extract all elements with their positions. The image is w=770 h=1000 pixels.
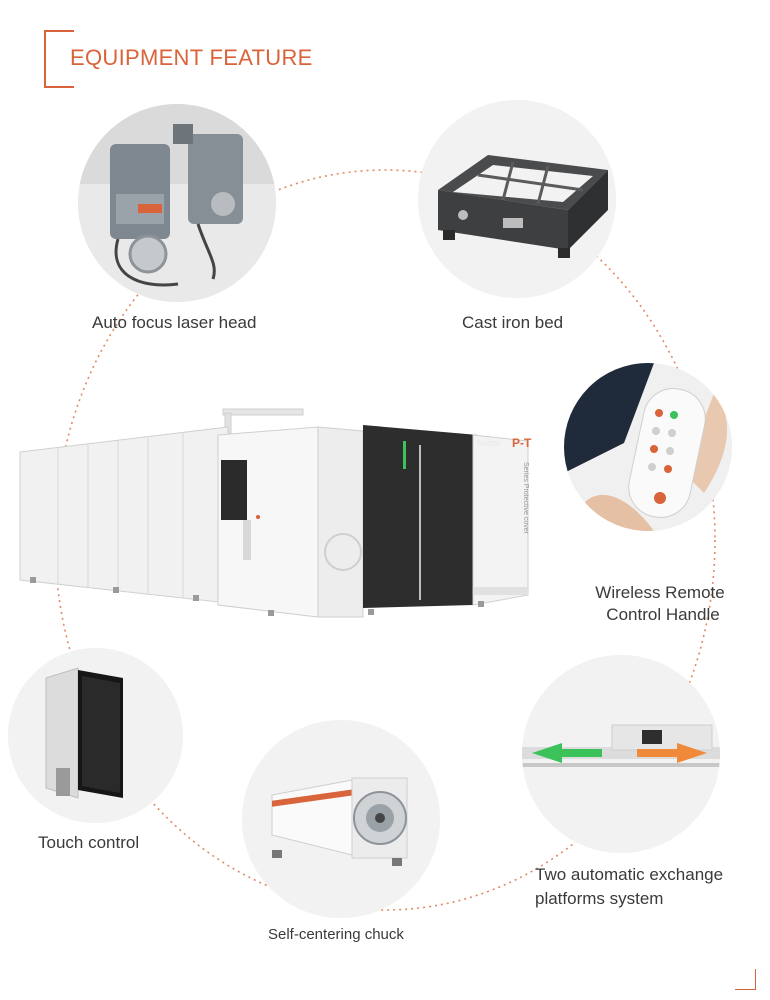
feature-circle-chuck [242,720,440,918]
laser-head-image [78,104,276,302]
feature-label-touch-control: Touch control [38,833,140,852]
feature-label-remote-line1: Wireless Remote [595,583,725,602]
feature-circle-remote-control [564,363,732,531]
feature-label-exchange-line2: platforms system [535,889,664,908]
cast-iron-bed-image [418,100,616,298]
feature-label-exchange-line1: Two automatic exchange [535,865,724,884]
machine-subtitle-text: Series Protective cover [522,462,529,534]
feature-circle-laser-head [78,104,276,302]
page-title: EQUIPMENT FEATURE [70,45,313,70]
feature-circle-exchange-platform [522,655,720,853]
feature-circle-touch-control [8,648,183,823]
corner-mark [735,969,756,990]
feature-label-chuck: Self-centering chuck [268,926,404,943]
chuck-image [242,720,440,918]
laser-cutting-machine-image [19,408,529,618]
feature-circle-cast-iron-bed [418,100,616,298]
feature-label-laser-head: Auto focus laser head [92,313,257,332]
exchange-platform-image [522,655,720,853]
machine-brand-text: bodor [477,438,501,448]
header-bracket [44,30,74,88]
machine-series-text: P-T [512,436,532,450]
feature-label-cast-iron-bed: Cast iron bed [462,313,564,332]
touch-screen-image [8,648,183,823]
feature-label-remote-line2: Control Handle [606,605,720,624]
remote-control-image [564,363,732,531]
